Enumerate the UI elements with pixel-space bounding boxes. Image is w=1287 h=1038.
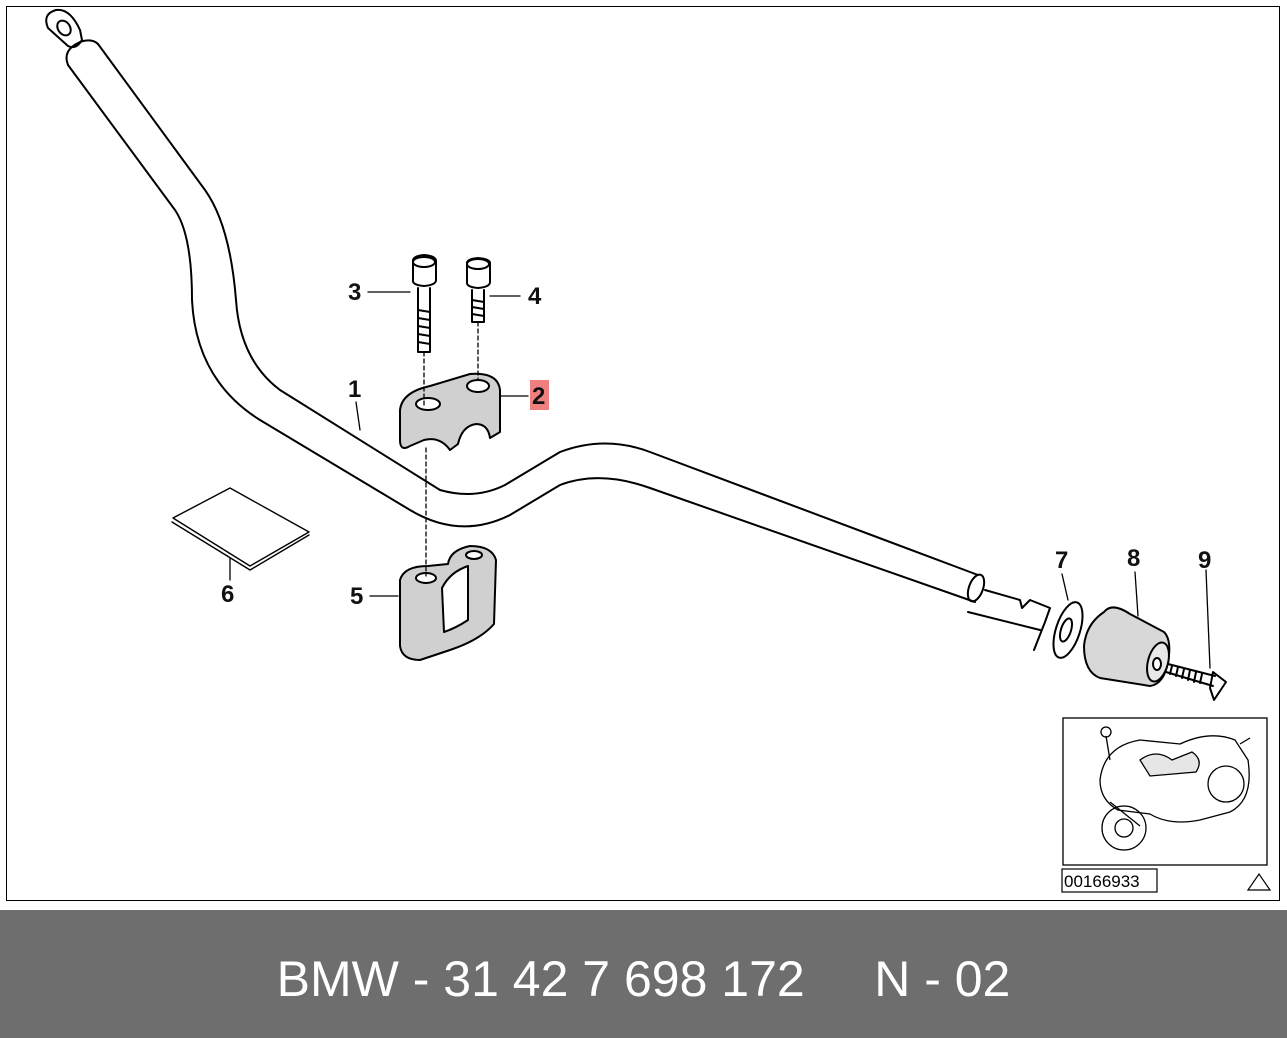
footer-separator: - xyxy=(412,951,430,1007)
upper-clamp xyxy=(399,372,501,451)
clamp-bolt-long xyxy=(411,254,438,353)
footer-brand: BMW xyxy=(276,951,399,1007)
countersunk-screw xyxy=(1165,663,1227,701)
callout-6: 6 xyxy=(221,581,234,608)
footer-bar xyxy=(0,910,1287,1038)
bar-end-weight xyxy=(1083,606,1171,687)
callout-3: 3 xyxy=(348,279,361,306)
instruction-sheet xyxy=(171,487,310,571)
callout-8: 8 xyxy=(1127,545,1140,572)
callout-9: 9 xyxy=(1198,547,1211,574)
ref-code-box xyxy=(1061,868,1158,893)
footer-caption: BMW - 31 42 7 698 172 N - 02 xyxy=(0,950,1287,1008)
footer-variant: N - 02 xyxy=(874,951,1011,1007)
washer xyxy=(1052,601,1084,659)
callout-7: 7 xyxy=(1055,547,1068,574)
callout-4: 4 xyxy=(528,283,542,310)
lower-clamp xyxy=(399,545,497,661)
callout-2: 2 xyxy=(532,383,545,410)
leader-lines xyxy=(229,291,1211,669)
callout-5: 5 xyxy=(350,583,363,610)
triangle-icon xyxy=(1246,872,1272,891)
diagram-ref-code: 00166933 xyxy=(1064,872,1140,891)
callout-1: 1 xyxy=(348,376,361,403)
footer-part-number: 31 42 7 698 172 xyxy=(443,951,805,1007)
assembly-lines xyxy=(423,321,479,577)
callout-highlight-2 xyxy=(530,380,549,410)
clamp-bolt-short xyxy=(465,257,492,323)
motorcycle-thumbnail-icon xyxy=(1062,717,1268,866)
handlebar-exploded-diagram: 3 4 2 1 5 6 7 8 9 00166933 xyxy=(45,8,1272,893)
handlebar-tube xyxy=(45,8,1051,651)
